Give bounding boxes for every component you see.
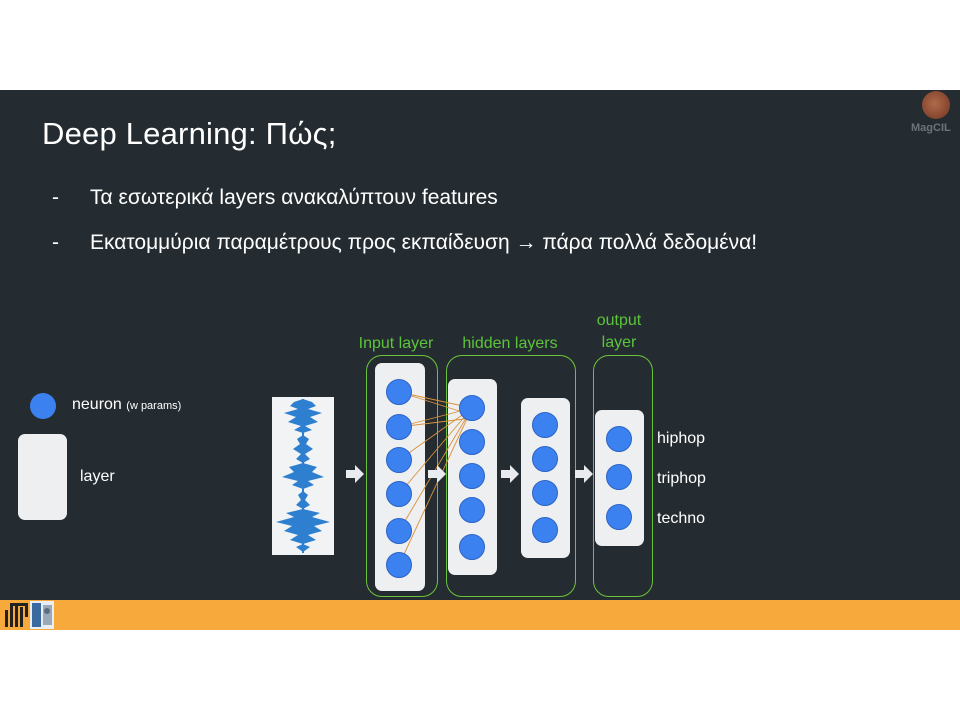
hidden1-neuron — [459, 395, 485, 421]
output-neuron — [606, 504, 632, 530]
hidden2-neuron — [532, 412, 558, 438]
flow-arrow-icon — [501, 465, 519, 483]
legend-layer-label: layer — [80, 468, 115, 485]
university-crest-icon — [30, 601, 54, 629]
input-neuron — [386, 552, 412, 578]
legend-neuron-text: neuron — [72, 396, 122, 413]
slide-title: Deep Learning: Πώς; — [42, 116, 337, 151]
flow-arrow-icon — [346, 465, 364, 483]
hidden2-neuron — [532, 480, 558, 506]
legend-neuron-note: (w params) — [126, 400, 182, 412]
class-label-techno: techno — [657, 510, 706, 527]
flow-arrow-icon — [428, 465, 446, 483]
output-neuron — [606, 464, 632, 490]
output-layer-group — [593, 355, 653, 597]
legend-layer-icon — [18, 434, 67, 520]
hidden2-neuron — [532, 446, 558, 472]
hidden1-neuron — [459, 429, 485, 455]
bullet-text: Εκατομμύρια παραμέτρους προς εκπαίδευση … — [90, 231, 758, 254]
input-neuron — [386, 518, 412, 544]
institute-logo-icon — [5, 603, 28, 627]
output-neuron — [606, 426, 632, 452]
legend-neuron-icon — [30, 393, 56, 419]
input-layer-label: Input layer — [358, 335, 434, 352]
magcil-logo-icon — [922, 91, 950, 119]
output-label-line1: output — [596, 312, 642, 329]
hidden1-neuron — [459, 534, 485, 560]
footer-bar — [0, 600, 960, 630]
hidden1-neuron — [459, 497, 485, 523]
class-label-triphop: triphop — [657, 470, 706, 487]
input-neuron — [386, 379, 412, 405]
bullet-text: Τα εσωτερικά layers ανακαλύπτουν feature… — [90, 186, 498, 209]
input-neuron — [386, 414, 412, 440]
hidden1-neuron — [459, 463, 485, 489]
input-neuron — [386, 447, 412, 473]
hidden2-neuron — [532, 517, 558, 543]
flow-arrow-icon — [575, 465, 593, 483]
output-label-line2: layer — [601, 334, 637, 351]
magcil-logo-text: MagCIL — [911, 122, 951, 134]
audio-waveform-image — [272, 397, 334, 555]
legend-neuron-label: neuron (w params) — [72, 396, 181, 414]
bullet-dash: - — [52, 231, 59, 254]
output-layer-label: output layer — [583, 310, 655, 354]
hidden-layers-label: hidden layers — [462, 335, 558, 352]
bullet-dash: - — [52, 186, 59, 209]
input-neuron — [386, 481, 412, 507]
class-label-hiphop: hiphop — [657, 430, 706, 447]
